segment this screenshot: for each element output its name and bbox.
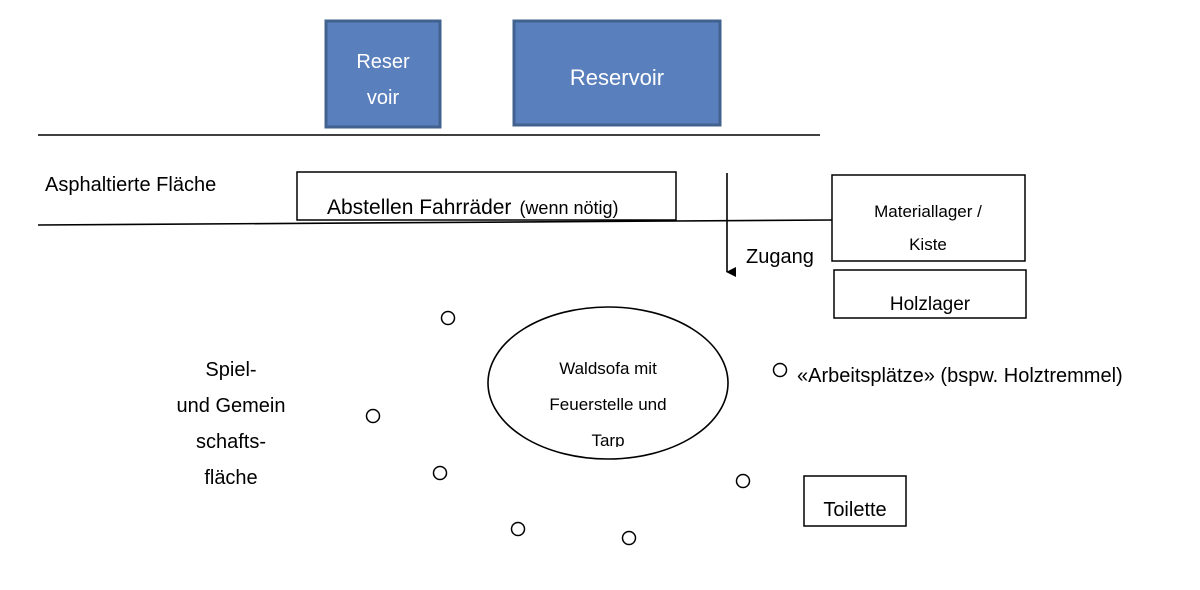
toilet-label: Toilette	[823, 499, 886, 521]
play-area-line3: schafts-	[196, 431, 266, 453]
bike-parking-label: Abstellen Fahrräder (wenn nötig)	[327, 196, 619, 219]
reservoir-large-label: Reservoir	[570, 65, 664, 90]
workplaces-label: «Arbeitsplätze» (bspw. Holztremmel)	[797, 365, 1123, 387]
material-store-label-line2: Kiste	[909, 235, 947, 254]
wood-store-box: Holzlager	[833, 269, 1027, 319]
material-store-label-line1: Materiallager /	[874, 202, 982, 221]
wood-store-label: Holzlager	[890, 294, 971, 315]
forest-sofa-line1: Waldsofa mit	[559, 359, 657, 378]
workplace-marker	[510, 521, 526, 537]
forest-sofa-line2: Feuerstelle und	[549, 395, 666, 414]
play-area-label: Spiel- und Gemein schafts- fläche	[177, 359, 286, 489]
bike-parking-box: Abstellen Fahrräder (wenn nötig)	[296, 171, 677, 221]
play-area-line4: fläche	[204, 467, 257, 489]
reservoir-small-label-line1: Reser	[356, 51, 410, 73]
access-label: Zugang	[746, 246, 814, 268]
forest-sofa-line3: Tarp	[591, 431, 624, 450]
reservoir-small: Reser voir	[324, 19, 442, 129]
workplace-marker	[440, 310, 456, 326]
boundary-line-bottom	[37, 219, 833, 226]
workplace-legend-marker	[772, 362, 788, 378]
bike-parking-main: Abstellen Fahrräder	[327, 196, 511, 219]
workplace-markers	[365, 310, 788, 546]
forest-sofa-ellipse: Waldsofa mit Feuerstelle und Tarp	[487, 306, 729, 460]
workplace-marker	[432, 465, 448, 481]
play-area-line2: und Gemein	[177, 395, 286, 417]
bike-parking-note: (wenn nötig)	[519, 198, 618, 218]
workplace-marker	[735, 473, 751, 489]
material-store-box: Materiallager / Kiste	[831, 174, 1026, 262]
toilet-box: Toilette	[803, 475, 907, 527]
reservoir-large: Reservoir	[512, 19, 722, 127]
asphalt-area-label: Asphaltierte Fläche	[45, 174, 216, 196]
reservoir-small-label-line2: voir	[367, 87, 400, 109]
workplace-marker	[365, 408, 381, 424]
play-area-line1: Spiel-	[205, 359, 256, 381]
workplace-marker	[621, 530, 637, 546]
